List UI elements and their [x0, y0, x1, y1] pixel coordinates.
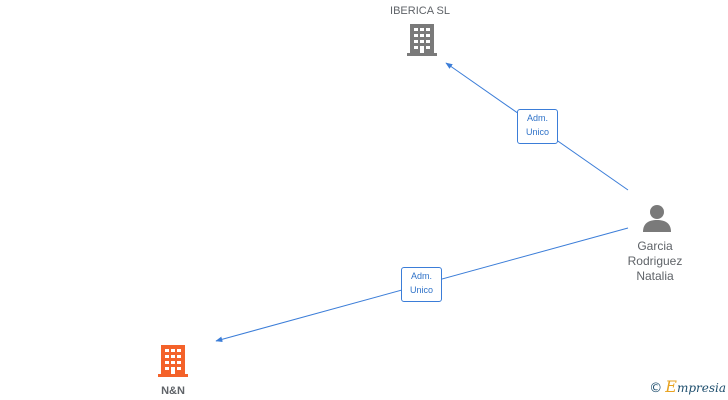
edge-label-line: Unico	[525, 127, 549, 137]
edge-label-line: Adm.	[410, 271, 432, 281]
node-label-person[interactable]: Garcia Rodriguez Natalia	[610, 239, 700, 284]
building-icon[interactable]	[407, 24, 437, 56]
empresia-watermark: ©Empresia	[649, 377, 726, 396]
person-name-line-2: Rodriguez	[627, 254, 683, 268]
node-label-iberica[interactable]: IBERICA SL	[390, 5, 450, 17]
building-icon[interactable]	[158, 345, 188, 377]
person-name-line-1: Garcia	[637, 239, 673, 253]
edge-label-role[interactable]: Adm. Unico	[401, 267, 442, 302]
node-label-nn[interactable]: N&N	[161, 385, 185, 397]
copyright-symbol: ©	[649, 381, 663, 396]
person-icon[interactable]	[643, 205, 671, 232]
edge-label-line: Adm.	[526, 113, 548, 123]
brand-name: mpresia	[676, 381, 726, 395]
person-name-line-3: Natalia	[636, 269, 674, 283]
brand-initial: E	[665, 377, 677, 396]
edge-label-role[interactable]: Adm. Unico	[517, 109, 558, 144]
edge-label-line: Unico	[409, 285, 433, 295]
